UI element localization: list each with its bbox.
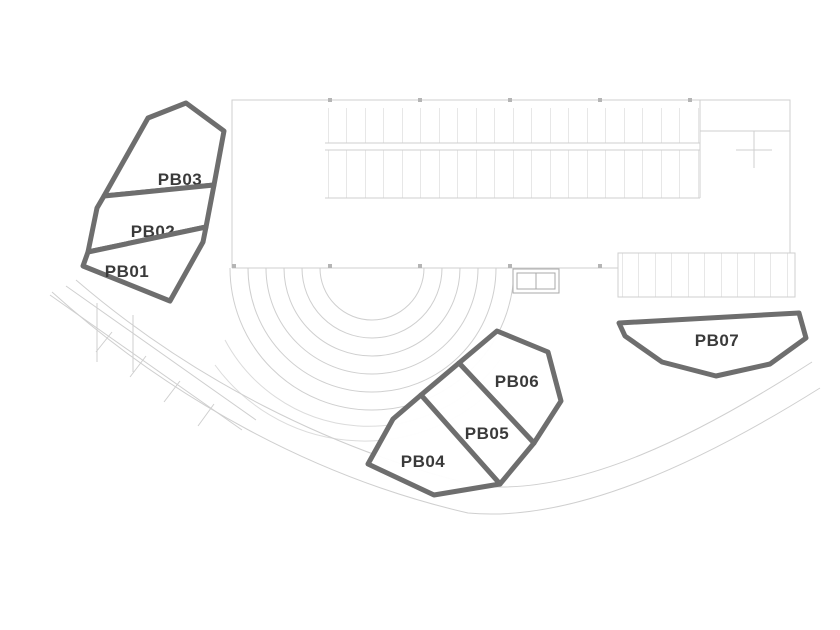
plan-background (49, 98, 821, 515)
parking-stalls-top-row1 (328, 108, 700, 143)
plot-PB06-label: PB06 (495, 372, 540, 391)
plot-PB04[interactable]: PB04 (365, 392, 503, 498)
plot-PB03-shape[interactable] (101, 100, 227, 199)
parking-stalls-right (622, 253, 794, 297)
amphitheater-arcs (229, 267, 515, 411)
plaza-edge-line (232, 253, 619, 269)
plot-PB04-label: PB04 (401, 452, 446, 471)
plot-PB07-shape[interactable] (616, 310, 809, 379)
plot-PB05-label: PB05 (465, 424, 510, 443)
parking-stalls-top-row2 (328, 150, 700, 198)
walkway-diagonals (49, 285, 257, 431)
plot-PB07[interactable]: PB07 (616, 310, 809, 379)
parking-stalls-right-frame (617, 252, 796, 298)
promenade-outer-curve (51, 291, 821, 515)
plot-PB03[interactable]: PB03 (101, 100, 227, 199)
plot-PB03-label: PB03 (158, 170, 203, 189)
service-area-lines (699, 100, 790, 198)
plot-PB04-shape[interactable] (365, 392, 503, 498)
plot-PB01[interactable]: PB01 (80, 224, 209, 304)
plot-PB01-shape[interactable] (80, 224, 209, 304)
plot-PB07-label: PB07 (695, 331, 740, 350)
parking-aisle-lines (325, 142, 700, 199)
plot-regions: PB03 PB02 PB01 PB06 PB05 PB04 (80, 100, 809, 498)
plot-PB01-label: PB01 (105, 262, 150, 281)
